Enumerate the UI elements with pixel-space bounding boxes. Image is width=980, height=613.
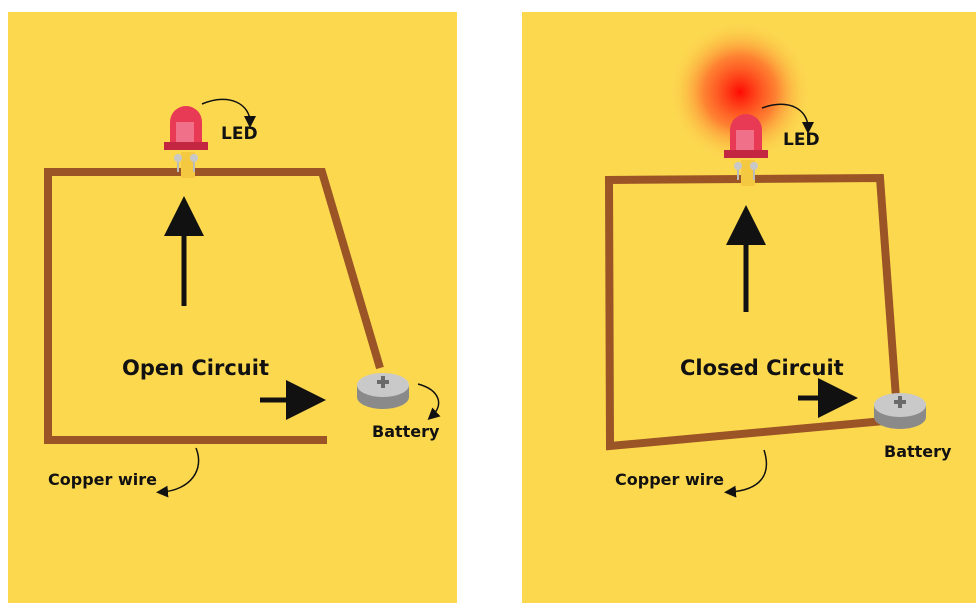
battery-icon: [874, 393, 926, 429]
battery-label: Battery: [372, 422, 440, 441]
curved-arrow-icon: [417, 383, 441, 421]
battery-label: Battery: [884, 442, 952, 461]
copper-wire-label: Copper wire: [615, 470, 724, 489]
open-circuit-panel: LED Open Circuit Battery Copper wire: [8, 12, 457, 603]
circuit-title: Closed Circuit: [680, 356, 844, 380]
copper-wire: [44, 168, 384, 444]
curved-arrow-icon: [201, 98, 256, 128]
circuit-title: Open Circuit: [122, 356, 269, 380]
closed-circuit-panel: LED Closed Circuit Battery Copper wire: [522, 12, 976, 603]
led-label: LED: [783, 130, 820, 150]
curved-arrow-icon: [156, 447, 200, 498]
led-label: LED: [221, 124, 258, 144]
panel-background: [8, 12, 457, 603]
curved-arrow-icon: [761, 103, 814, 134]
copper-wire-label: Copper wire: [48, 470, 157, 489]
led-glow: [668, 20, 812, 164]
curved-arrow-icon: [724, 449, 768, 498]
battery-icon: [357, 373, 409, 409]
copper-wire: [604, 173, 900, 451]
